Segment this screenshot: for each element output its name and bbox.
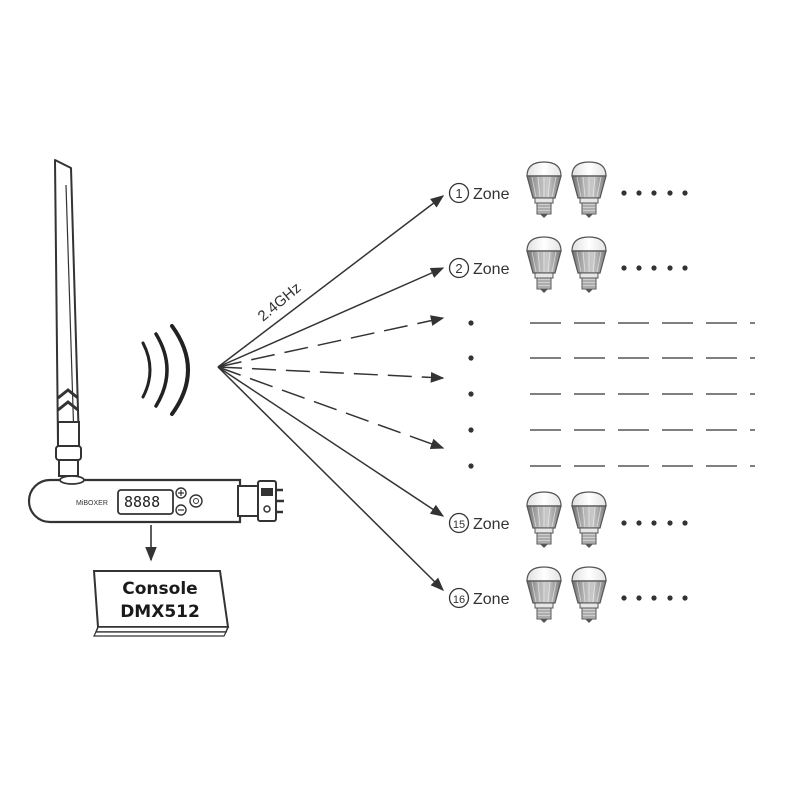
ray-zone-16 — [217, 366, 444, 591]
intermediate-zone-row — [468, 463, 755, 469]
zone-2: 2 Zone — [448, 236, 688, 293]
zone-number-circle — [448, 512, 470, 534]
light-bulb-icon — [571, 161, 607, 218]
ellipsis-dot — [621, 520, 627, 526]
signal-rays — [217, 195, 445, 591]
ellipsis-dot — [682, 190, 688, 196]
xlr-connector — [237, 480, 284, 522]
ellipsis-dot — [621, 265, 627, 271]
dmx512-label: DMX512 — [120, 602, 200, 622]
zone-number-circle — [448, 587, 470, 609]
zone-dot — [468, 427, 474, 433]
ellipsis-dot — [621, 190, 627, 196]
digit-display — [117, 489, 174, 515]
display-digits: 8888 — [124, 493, 160, 511]
ellipsis-dot — [651, 265, 657, 271]
zone-label: Zone — [473, 516, 510, 533]
ellipsis-dot — [667, 265, 673, 271]
plus-button — [175, 487, 187, 499]
zone-1: 1 Zone — [448, 161, 688, 218]
zone-label: Zone — [473, 261, 510, 278]
intermediate-zone-row — [468, 427, 755, 433]
light-bulb-icon — [571, 236, 607, 293]
ellipsis-dot — [682, 520, 688, 526]
zone-15: 15 Zone — [448, 491, 688, 548]
ellipsis-dot — [667, 595, 673, 601]
ellipsis-dot — [636, 595, 642, 601]
ray-zone-1 — [217, 195, 445, 368]
ellipsis-dot — [682, 265, 688, 271]
zone-dot — [468, 391, 474, 397]
ellipsis-dot — [636, 190, 642, 196]
ellipsis-dot — [667, 190, 673, 196]
intermediate-zone-row — [468, 320, 755, 326]
ellipsis-dot — [621, 595, 627, 601]
zone-number: 15 — [453, 519, 465, 531]
dmx-receiver: MiBOXER 8888 — [27, 475, 284, 524]
ellipsis-dot — [636, 520, 642, 526]
intermediate-zones — [468, 320, 755, 469]
ellipsis-dot — [636, 265, 642, 271]
light-bulb-icon — [526, 566, 562, 623]
light-bulb-icon — [526, 491, 562, 548]
ray-dashed-2 — [217, 366, 445, 383]
zone-dot — [468, 320, 474, 326]
mode-button — [189, 494, 203, 508]
zone-dot — [468, 355, 474, 361]
wireless-signal-icon — [141, 324, 190, 416]
zone-label: Zone — [473, 591, 510, 608]
ray-dashed-1 — [217, 315, 445, 368]
zone-16: 16 Zone — [448, 566, 688, 623]
light-bulb-icon — [571, 566, 607, 623]
zone-number-circle — [448, 182, 470, 204]
minus-button — [175, 504, 187, 516]
device-brand-label: MiBOXER — [76, 500, 108, 507]
zone-dot — [468, 463, 474, 469]
ray-zone-2 — [217, 267, 445, 368]
light-bulb-icon — [526, 236, 562, 293]
zone-number: 1 — [455, 186, 462, 201]
ellipsis-dot — [651, 595, 657, 601]
intermediate-zone-row — [468, 391, 755, 397]
zone-number: 16 — [453, 594, 465, 606]
intermediate-zone-row — [468, 355, 755, 361]
frequency-label: 2.4GHz — [255, 279, 305, 325]
light-bulb-icon — [526, 161, 562, 218]
zone-label: Zone — [473, 186, 510, 203]
console-dmx512: Console DMX512 — [92, 570, 230, 637]
zone-number-circle — [448, 257, 470, 279]
console-label: Console — [122, 579, 197, 599]
ellipsis-dot — [651, 520, 657, 526]
ray-zone-15 — [217, 366, 445, 517]
light-bulb-icon — [571, 491, 607, 548]
ellipsis-dot — [667, 520, 673, 526]
ray-dashed-3 — [217, 366, 445, 449]
ellipsis-dot — [682, 595, 688, 601]
ellipsis-dot — [651, 190, 657, 196]
antenna — [54, 159, 82, 477]
zone-number: 2 — [455, 261, 462, 276]
